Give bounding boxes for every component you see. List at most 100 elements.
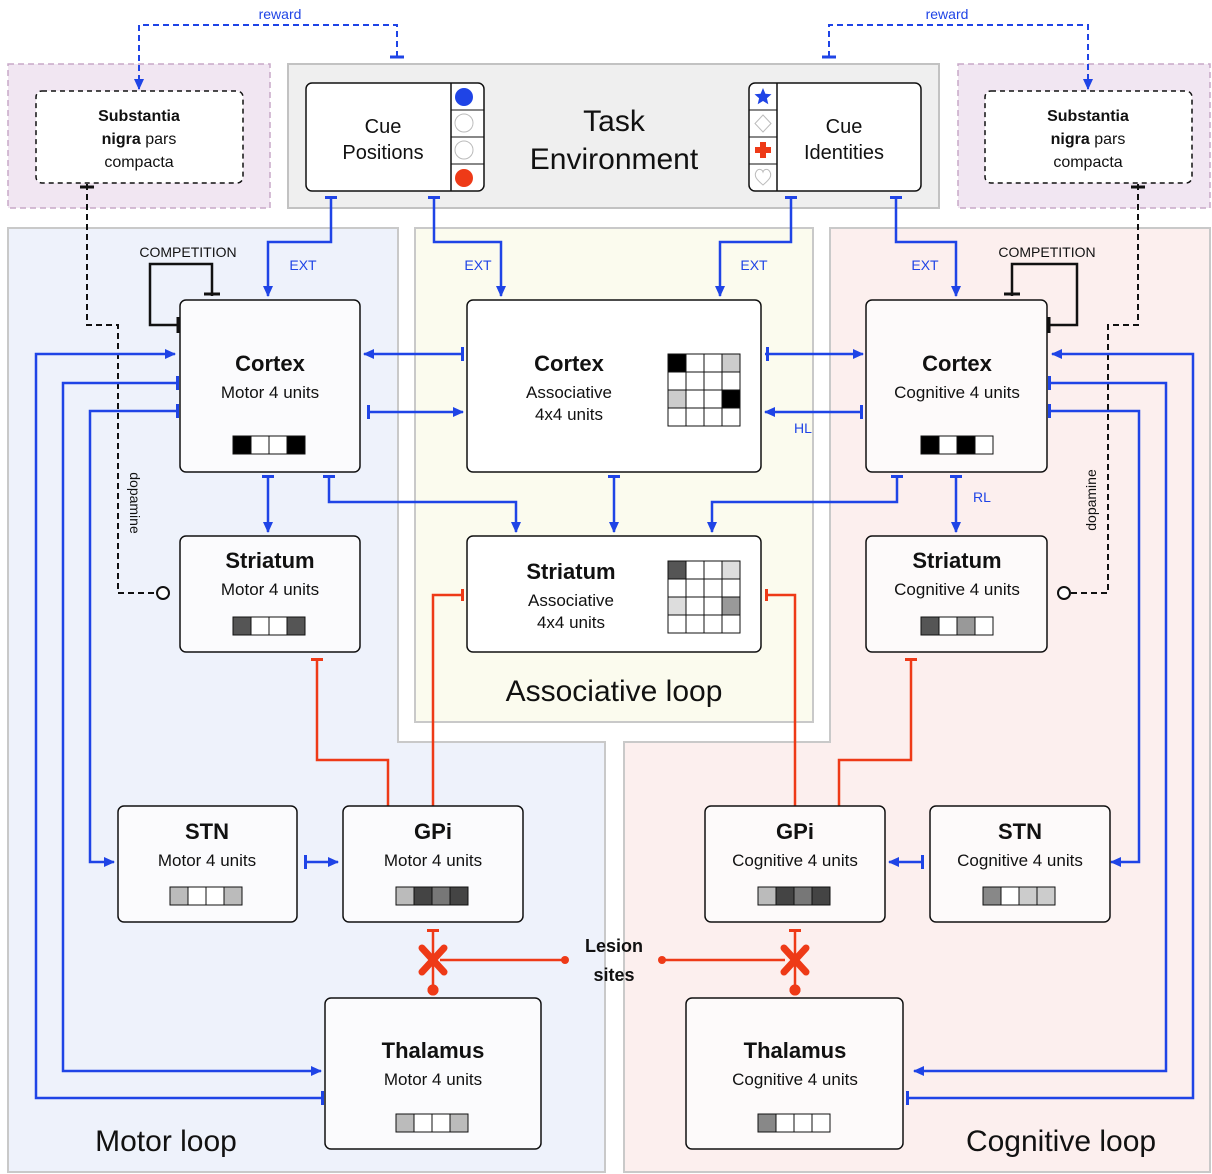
grid-cell <box>685 614 705 634</box>
grid-cell <box>721 389 741 409</box>
stn-cog-units <box>982 886 1056 906</box>
grid-cell <box>685 353 705 373</box>
stn-motor-sub: Motor 4 units <box>158 851 256 870</box>
grid-cell <box>667 614 687 634</box>
striatum-assoc-grid <box>667 560 741 634</box>
striatum-cog-box: Striatum Cognitive 4 units <box>865 535 1048 653</box>
diamond-icon <box>754 114 772 133</box>
lesion-label-line1: Lesion <box>585 936 643 956</box>
ext-label-2: EXT <box>464 257 492 273</box>
grid-cell <box>667 371 687 391</box>
grid-cell <box>703 389 723 409</box>
thalamus-motor-title: Thalamus <box>382 1038 485 1063</box>
sn-right-line2: nigra pars <box>1051 131 1126 148</box>
competition-left-label: COMPETITION <box>139 244 236 260</box>
sn-left-line1: Substantia <box>98 108 180 125</box>
unit-cell <box>982 886 1002 906</box>
thal-to-motor-cortex <box>34 349 321 1100</box>
sn-right-line1: Substantia <box>1047 108 1129 125</box>
unit-cell <box>286 435 306 455</box>
competition-right-label: COMPETITION <box>998 244 1095 260</box>
grid-cell <box>685 596 705 616</box>
grid-cell <box>703 407 723 427</box>
cortex-assoc-sub1: Associative <box>526 383 612 402</box>
unit-cell <box>268 616 288 636</box>
grid-cell <box>721 407 741 427</box>
motor-loop-region <box>7 227 606 1173</box>
striatum-cog-sub: Cognitive 4 units <box>894 580 1020 599</box>
sn-box-right <box>984 90 1193 184</box>
motor-cortex-to-stn <box>88 409 178 867</box>
unit-cell <box>1036 886 1056 906</box>
gpi-motor-sub: Motor 4 units <box>384 851 482 870</box>
cortex-motor-units <box>232 435 306 455</box>
grid-cell <box>721 596 741 616</box>
stn-cog-sub: Cognitive 4 units <box>957 851 1083 870</box>
unit-cell <box>431 886 451 906</box>
motor-ctx-to-assoc-striatum <box>327 476 521 533</box>
gpi-motor-box: GPi Motor 4 units <box>342 805 524 923</box>
stn-motor-title: STN <box>185 819 229 844</box>
cue-identities-line2: Identities <box>804 142 884 164</box>
gpi-motor-units <box>395 886 469 906</box>
gpi-cog-title: GPi <box>776 819 814 844</box>
unit-cell <box>956 616 976 636</box>
grid-cell <box>667 560 687 580</box>
reward-label-right: reward <box>926 6 969 22</box>
unit-cell <box>205 886 225 906</box>
assoc-striatum-to-gpi-motor <box>427 593 462 864</box>
dopamine-left-line <box>86 184 170 600</box>
grid-cell <box>721 578 741 598</box>
cross-icon <box>755 142 771 158</box>
unit-cell <box>1000 886 1020 906</box>
grid-cell <box>685 371 705 391</box>
unit-cell <box>449 1113 469 1133</box>
grid-cell <box>703 614 723 634</box>
gpi-cog-units <box>757 886 831 906</box>
lesion-cross-left-icon <box>418 944 448 976</box>
competition-right-loop <box>1010 262 1079 333</box>
thalamus-motor-sub: Motor 4 units <box>384 1070 482 1089</box>
cue-identities-line1: Cue <box>826 116 863 138</box>
cortex-assoc-sub2: 4x4 units <box>535 405 603 424</box>
striatum-cog-units <box>920 616 994 636</box>
gpi-cog-box: GPi Cognitive 4 units <box>704 805 886 923</box>
unit-cell <box>232 616 252 636</box>
cue-positions-line2: Positions <box>342 142 423 164</box>
thalamus-motor-units <box>395 1113 469 1133</box>
unit-cell <box>449 886 469 906</box>
ext-label-1: EXT <box>289 257 317 273</box>
striatum-assoc-sub1: Associative <box>528 591 614 610</box>
loop-title-associative: Associative loop <box>506 675 723 708</box>
grid-cell <box>667 596 687 616</box>
cog-ctx-to-assoc-striatum <box>707 476 899 533</box>
grid-cell <box>667 353 687 373</box>
unit-cell <box>974 435 994 455</box>
unit-cell <box>286 616 306 636</box>
thalamus-cog-units <box>757 1113 831 1133</box>
grid-cell <box>721 614 741 634</box>
striatum-assoc-sub2: 4x4 units <box>537 613 605 632</box>
grid-cell <box>667 389 687 409</box>
unit-cell <box>956 435 976 455</box>
grid-cell <box>703 596 723 616</box>
cortex-cog-title: Cortex <box>922 351 992 376</box>
grid-cell <box>667 407 687 427</box>
striatum-assoc-box: Striatum Associative 4x4 units <box>466 535 762 653</box>
thalamus-cog-box: Thalamus Cognitive 4 units <box>685 997 904 1150</box>
striatum-motor-title: Striatum <box>225 548 314 573</box>
hl-label: HL <box>794 420 812 436</box>
grid-cell <box>721 353 741 373</box>
cue-pos-1-icon <box>455 88 473 106</box>
cue-position-column <box>451 88 484 187</box>
heart-icon <box>754 168 772 186</box>
cortex-assoc-grid <box>667 353 741 427</box>
cortex-assoc-title: Cortex <box>534 351 604 376</box>
grid-cell <box>703 578 723 598</box>
grid-cell <box>721 560 741 580</box>
striatum-assoc-title: Striatum <box>526 559 615 584</box>
grid-cell <box>667 578 687 598</box>
grid-cell <box>721 371 741 391</box>
ext-label-3: EXT <box>740 257 768 273</box>
unit-cell <box>169 886 189 906</box>
